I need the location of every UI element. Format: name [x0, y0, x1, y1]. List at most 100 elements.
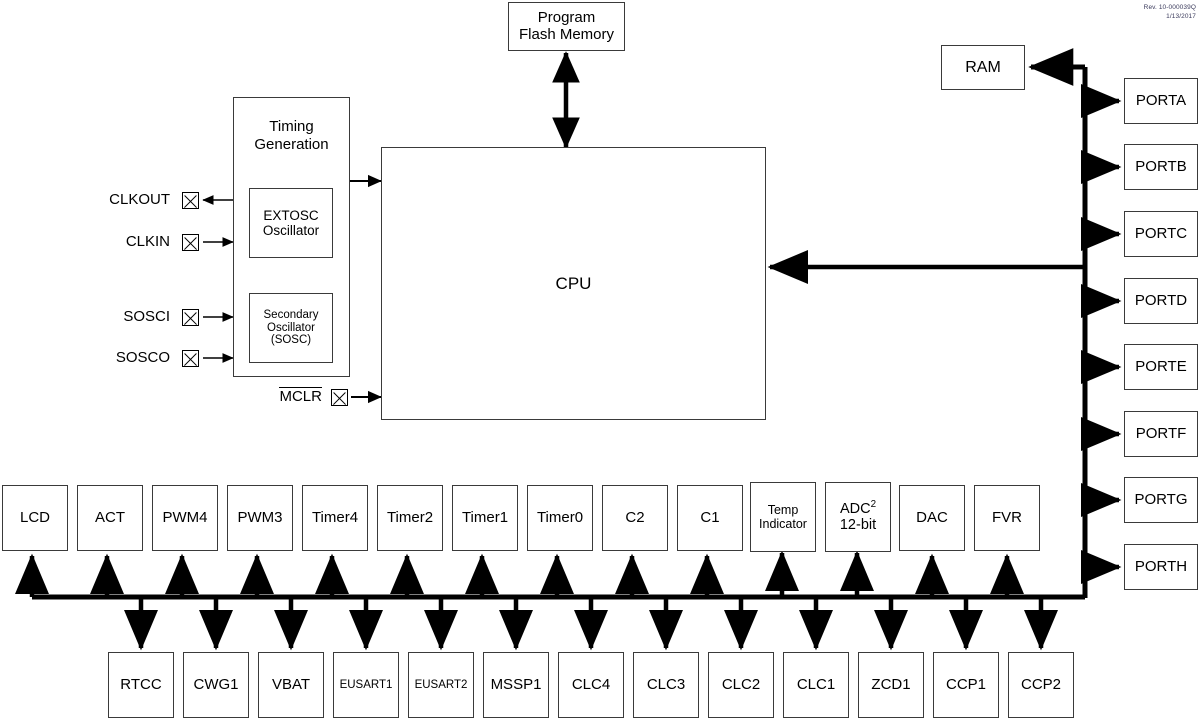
cwg1-label: CWG1 [193, 675, 239, 693]
pin-label-clkin-text: CLKIN [125, 232, 170, 250]
zcd1-label: ZCD1 [871, 675, 911, 693]
block-portb[interactable]: PORTB [1124, 144, 1198, 190]
timing-title-line1: Timing [269, 118, 314, 135]
block-c2[interactable]: C2 [602, 485, 668, 551]
pin-symbol-clkin[interactable] [182, 234, 199, 251]
mssp1-label: MSSP1 [490, 675, 542, 693]
block-portg[interactable]: PORTG [1124, 477, 1198, 523]
eusart1-label: EUSART1 [339, 678, 393, 691]
revision-number: Rev. 10-000039Q [1143, 4, 1196, 11]
block-rtcc[interactable]: RTCC [108, 652, 174, 718]
block-timer4[interactable]: Timer4 [302, 485, 368, 551]
block-timer1[interactable]: Timer1 [452, 485, 518, 551]
pin-symbol-clkout[interactable] [182, 192, 199, 209]
block-clc4[interactable]: CLC4 [558, 652, 624, 718]
portc-label: PORTC [1134, 224, 1188, 242]
pin-symbol-sosci[interactable] [182, 309, 199, 326]
block-extosc-oscillator[interactable]: EXTOSC Oscillator [249, 188, 333, 258]
clc4-label: CLC4 [571, 675, 611, 693]
block-eusart1[interactable]: EUSART1 [333, 652, 399, 718]
pin-label-sosci: SOSCI [70, 306, 170, 328]
pin-label-sosci-text: SOSCI [123, 307, 170, 325]
block-eusart2[interactable]: EUSART2 [408, 652, 474, 718]
pin-symbol-sosco[interactable] [182, 350, 199, 367]
block-dac[interactable]: DAC [899, 485, 965, 551]
adc-line1-wrap: ADC2 [839, 500, 876, 517]
porte-label: PORTE [1135, 357, 1187, 375]
vbat-label: VBAT [271, 675, 311, 693]
block-porta[interactable]: PORTA [1124, 78, 1198, 124]
adc-line1: ADC [839, 500, 871, 517]
timer4-label: Timer4 [311, 508, 359, 526]
pwm4-label: PWM4 [162, 508, 208, 526]
clc1-label: CLC1 [796, 675, 836, 693]
pin-label-clkin: CLKIN [70, 231, 170, 253]
extosc-line2: Oscillator [262, 223, 320, 238]
timer2-label: Timer2 [386, 508, 434, 526]
portf-label: PORTF [1135, 424, 1187, 442]
block-timer2[interactable]: Timer2 [377, 485, 443, 551]
pin-symbol-mclr[interactable] [331, 389, 348, 406]
block-program-flash-memory[interactable]: Program Flash Memory [508, 2, 625, 51]
dac-label: DAC [916, 508, 948, 526]
block-portd[interactable]: PORTD [1124, 278, 1198, 324]
ccp1-label: CCP1 [945, 675, 986, 693]
eusart2-label: EUSART2 [414, 678, 468, 691]
block-vbat[interactable]: VBAT [258, 652, 324, 718]
block-cpu[interactable]: CPU [381, 147, 766, 420]
adc-line2: 12-bit [839, 517, 877, 533]
clc2-label: CLC2 [721, 675, 761, 693]
block-portc[interactable]: PORTC [1124, 211, 1198, 257]
clc3-label: CLC3 [646, 675, 686, 693]
block-act[interactable]: ACT [77, 485, 143, 551]
revision-stamp: Rev. 10-000039Q 1/13/2017 [1144, 4, 1196, 22]
block-ram[interactable]: RAM [941, 45, 1025, 90]
block-porth[interactable]: PORTH [1124, 544, 1198, 590]
porth-label: PORTH [1134, 557, 1188, 575]
revision-date: 1/13/2017 [1166, 12, 1196, 20]
pin-label-sosco: SOSCO [70, 347, 170, 369]
block-secondary-oscillator[interactable]: Secondary Oscillator (SOSC) [249, 293, 333, 363]
block-timer0[interactable]: Timer0 [527, 485, 593, 551]
pin-label-clkout-text: CLKOUT [109, 190, 170, 208]
porta-label: PORTA [1135, 91, 1187, 109]
block-clc3[interactable]: CLC3 [633, 652, 699, 718]
block-pwm4[interactable]: PWM4 [152, 485, 218, 551]
wires-bus-to-upper-peripherals [14, 550, 1025, 597]
block-clc1[interactable]: CLC1 [783, 652, 849, 718]
ccp2-label: CCP2 [1020, 675, 1061, 693]
block-ccp1[interactable]: CCP1 [933, 652, 999, 718]
rtcc-label: RTCC [120, 675, 162, 693]
pin-label-mclr-text: MCLR [279, 386, 322, 405]
c2-label: C2 [625, 508, 645, 526]
block-c1[interactable]: C1 [677, 485, 743, 551]
cpu-label: CPU [555, 273, 592, 293]
block-portf[interactable]: PORTF [1124, 411, 1198, 457]
block-ccp2[interactable]: CCP2 [1008, 652, 1074, 718]
block-porte[interactable]: PORTE [1124, 344, 1198, 390]
block-fvr[interactable]: FVR [974, 485, 1040, 551]
pwm3-label: PWM3 [237, 508, 283, 526]
extosc-line1: EXTOSC [263, 207, 319, 223]
sosc-line2: Oscillator [267, 321, 315, 334]
block-adc[interactable]: ADC2 12-bit [825, 482, 891, 552]
block-clc2[interactable]: CLC2 [708, 652, 774, 718]
portg-label: PORTG [1134, 490, 1188, 508]
temp-indicator-line2: Indicator [759, 517, 807, 531]
pin-label-sosco-text: SOSCO [115, 348, 170, 366]
pin-label-mclr: MCLR [230, 386, 322, 408]
program-flash-line2: Flash Memory [518, 25, 615, 43]
sosc-line3: (SOSC) [270, 334, 312, 347]
c1-label: C1 [700, 508, 720, 526]
act-label: ACT [95, 508, 125, 526]
block-pwm3[interactable]: PWM3 [227, 485, 293, 551]
block-temp-indicator[interactable]: Temp Indicator [750, 482, 816, 552]
block-cwg1[interactable]: CWG1 [183, 652, 249, 718]
block-zcd1[interactable]: ZCD1 [858, 652, 924, 718]
block-lcd[interactable]: LCD [2, 485, 68, 551]
program-flash-line1: Program [537, 8, 596, 26]
temp-indicator-line1: Temp [767, 503, 799, 517]
wires-bus-to-lower-peripherals [123, 597, 1059, 651]
block-mssp1[interactable]: MSSP1 [483, 652, 549, 718]
